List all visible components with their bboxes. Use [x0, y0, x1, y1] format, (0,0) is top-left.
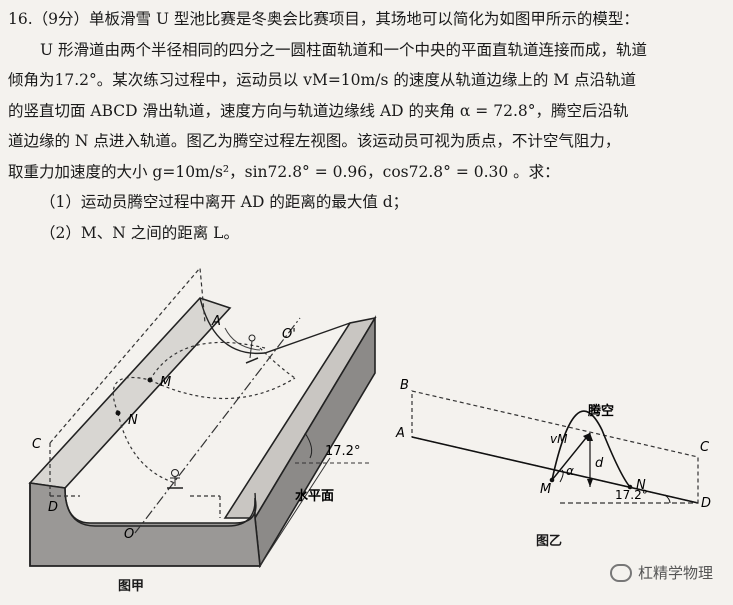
skier-icon-top	[245, 334, 259, 364]
label-a: A	[211, 314, 221, 329]
question-line-2: U 形滑道由两个半径相同的四分之一圆柱面轨道和一个中央的平面直轨道连接而成，轨道	[40, 40, 647, 59]
axis-oo	[134, 317, 301, 534]
figure-a-caption: 图甲	[118, 579, 145, 594]
point-m-b	[549, 477, 555, 483]
question-part-1: （1）运动员腾空过程中离开 AD 的距离的最大值 d；	[40, 193, 409, 211]
label-a-b: A	[395, 426, 405, 441]
label-vm: vM	[550, 432, 568, 446]
label-m: M	[160, 375, 171, 390]
label-title-b: 腾空	[587, 403, 614, 419]
label-angle-a: 17.2°	[325, 444, 360, 459]
question-part-2: （2）M、N 之间的距离 L。	[40, 223, 239, 242]
label-b-b: B	[400, 378, 409, 393]
label-n-b: N	[636, 478, 646, 493]
question-line-6: 取重力加速度的大小 g=10m/s²，sin72.8° = 0.96，cos72…	[8, 162, 560, 181]
question-line-3: 倾角为17.2°。某次练习过程中，运动员以 vM=10m/s 的速度从轨道边缘上…	[8, 71, 637, 89]
point-m	[147, 377, 153, 383]
velocity-arrow	[551, 432, 591, 481]
watermark: 杠精学物理	[609, 562, 713, 583]
question-text: 16.（9分）单板滑雪 U 型池比赛是冬奥会比赛项目，其场地可以简化为如图甲所示…	[8, 4, 730, 248]
trajectory-arc	[551, 410, 631, 488]
figure-a-halfpipe: B A O' M N C D O 17.2° 水平面	[28, 268, 377, 568]
label-c: C	[32, 437, 42, 452]
question-line-1: 16.（9分）单板滑雪 U 型池比赛是冬奥会比赛项目，其场地可以简化为如图甲所示…	[8, 10, 639, 28]
question-line-5: 道边缘的 N 点进入轨道。图乙为腾空过程左视图。该运动员可视为质点，不计空气阻力…	[8, 132, 621, 150]
label-m-b: M	[540, 482, 551, 497]
trajectory-curve	[149, 341, 266, 381]
label-alpha: α	[566, 464, 574, 478]
wechat-icon	[609, 563, 632, 582]
label-n: N	[128, 413, 138, 428]
point-n	[115, 410, 121, 416]
label-ground: 水平面	[295, 488, 334, 504]
label-angle-b: 17.2°	[615, 488, 648, 502]
label-d-b: D	[701, 496, 711, 511]
question-line-4: 的竖直切面 ABCD 滑出轨道，速度方向与轨道边缘线 AD 的夹角 α = 72…	[8, 101, 629, 120]
label-o1: O'	[282, 327, 296, 342]
watermark-text: 杠精学物理	[637, 564, 713, 582]
point-n-b	[627, 484, 633, 490]
halfpipe-top-left-rim	[28, 297, 232, 489]
figure-b-side-view: B A C D M N vM α d 17.2° 腾空	[395, 378, 711, 511]
label-d: D	[48, 500, 58, 515]
label-b: B	[200, 268, 209, 270]
label-d-dist: d	[595, 456, 604, 471]
label-c-b: C	[700, 440, 710, 455]
skier-icon-bottom	[167, 469, 183, 489]
figure-b-caption: 图乙	[536, 534, 563, 549]
plane-abcd	[49, 268, 206, 444]
label-o: O	[124, 527, 134, 542]
